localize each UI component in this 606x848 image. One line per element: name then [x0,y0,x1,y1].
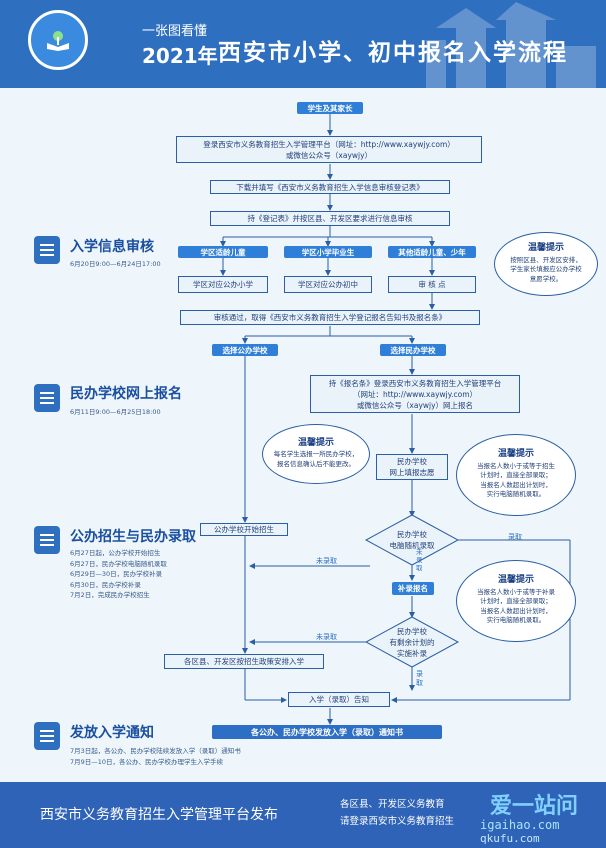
final-notice-bar: 各公办、民办学校发放入学（录取）通知书 [212,725,442,739]
login-platform-box: 登录西安市义务教育招生入学管理平台（网址：http://www.xaywjy.c… [176,136,482,163]
dest-review-point: 审 核 点 [388,276,476,293]
choose-public-school: 选择公办学校 [212,344,278,356]
supplement-apply: 补录报名 [392,582,434,595]
header-banner: 一张图看懂 2021年 西安市小学、初中报名入学流程 [0,0,606,88]
tip-bubble-4: 温馨提示 当报名人数小于或等于补录 计划时，直接全部录取； 当报名人数超出计划时… [456,560,576,642]
label-not-admit-2: 未录取 [316,633,337,641]
dest-public-primary: 学区对应公办小学 [178,276,268,293]
category-other-children: 其他适龄儿童、少年 [388,246,476,258]
header-subtitle: 一张图看懂 [142,24,208,39]
document-icon [34,384,60,412]
start-node: 学生及其家长 [297,102,363,114]
tip-body: 按照区县、开发区安排， 学生家长填报应公办学校 意愿学校。 [510,255,582,283]
footer-note: 各区县、开发区义务教育 请登录西安市义务教育招生 [340,796,454,830]
private-apply-box: 民办学校 网上填报志愿 [376,454,448,480]
page-title: 西安市小学、初中报名入学流程 [218,40,568,66]
private-login-box: 持《报名条》登录西安市义务教育招生入学管理平台 （网址：http://www.x… [310,375,520,413]
section-date-info-review: 6月20日9:00—6月24日17:00 [70,260,161,268]
tip-title: 温馨提示 [297,437,334,448]
section-date-private-apply: 6月11日9:00—6月25日18:00 [70,408,161,416]
footer-note-line-1: 各区县、开发区义务教育 [340,799,445,810]
label-not-admit-1: 未录取 [316,557,337,565]
pass-review-box: 审核通过，取得《西安市义务教育招生入学登记报名告知书及报名条》 [180,310,480,325]
lottery-diamond: 民办学校 电脑随机录取 [389,530,435,550]
footer-banner: 西安市义务教育招生入学管理平台发布 各区县、开发区义务教育 请登录西安市义务教育… [0,782,606,848]
section-title-private-apply: 民办学校网上报名 [70,386,182,402]
header-year: 2021年 [142,44,218,68]
section-title-notice: 发放入学通知 [70,725,154,741]
tip-title: 温馨提示 [497,575,534,586]
label-admit-2: 录取 [416,670,423,687]
label-admit-1: 录取 [508,533,522,541]
city-skyline-graphic [426,2,596,88]
label-not-admit-vertical: 未录取 [416,548,423,572]
watermark-domain-1: igaihao.com [480,818,560,832]
section-lines-notice: 7月3日起，各公办、民办学校陆续发放入学（录取）通知书 7月9日—10日，各公办… [70,747,241,766]
public-enroll-box: 公办学校开始招生 [200,523,288,536]
tip-bubble-3: 温馨提示 当报名人数小于或等于招生 计划时，直接全部录取； 当报名人数超出计划时… [456,434,576,516]
footer-note-line-2: 请登录西安市义务教育招生 [340,816,455,827]
vacancy-diamond: 民办学校 有剩余计划的 实施补录 [389,626,435,658]
tip-title: 温馨提示 [497,449,534,460]
tip-body: 每名学生选报一所民办学校， 报名信息确认后不能更改。 [273,450,359,468]
watermark-text: 爱一站问 [490,794,579,819]
tip-bubble-1: 温馨提示 按照区县、开发区安排， 学生家长填报应公办学校 意愿学校。 [494,232,598,296]
choose-private-school: 选择民办学校 [380,344,446,356]
tip-bubble-2: 温馨提示 每名学生选报一所民办学校， 报名信息确认后不能更改。 [262,424,370,484]
checkmark-document-icon [34,722,60,750]
book-plant-icon [47,31,69,51]
section-title-info-review: 入学信息审核 [70,239,154,255]
document-icon [34,236,60,264]
dest-public-middle: 学区对应公办初中 [284,276,372,293]
download-form-box: 下载并填写《西安市义务教育招生入学信息审核登记表》 [210,180,450,194]
platform-logo [28,10,88,70]
tip-body: 当报名人数小于或等于招生 计划时，直接全部录取； 当报名人数超出计划时， 实行电… [477,461,555,499]
category-primary-graduates: 学区小学毕业生 [284,246,372,258]
document-icon [34,526,60,554]
site-watermark: 爱一站问 igaihao.com qkufu.com [450,788,600,845]
category-district-children: 学区适龄儿童 [178,246,268,258]
section-lines-admission: 6月27日起，公办学校开始招生 6月27日，民办学校电脑随机录取 6月29日—3… [70,549,167,599]
notify-box: 入学（录取）告知 [288,692,390,707]
tip-title: 温馨提示 [527,243,564,253]
section-title-admission: 公办招生与民办录取 [70,529,196,545]
district-arrange-box: 各区县、开发区按招生政策安排入学 [164,654,324,669]
tip-body: 当报名人数小于或等于补录 计划时，直接全部录取； 当报名人数超出计划时， 实行电… [477,587,555,625]
footer-publisher: 西安市义务教育招生入学管理平台发布 [40,807,278,823]
watermark-domain-2: qkufu.com [480,832,540,845]
submit-review-box: 持《登记表》并按区县、开发区要求进行信息审核 [210,211,450,226]
